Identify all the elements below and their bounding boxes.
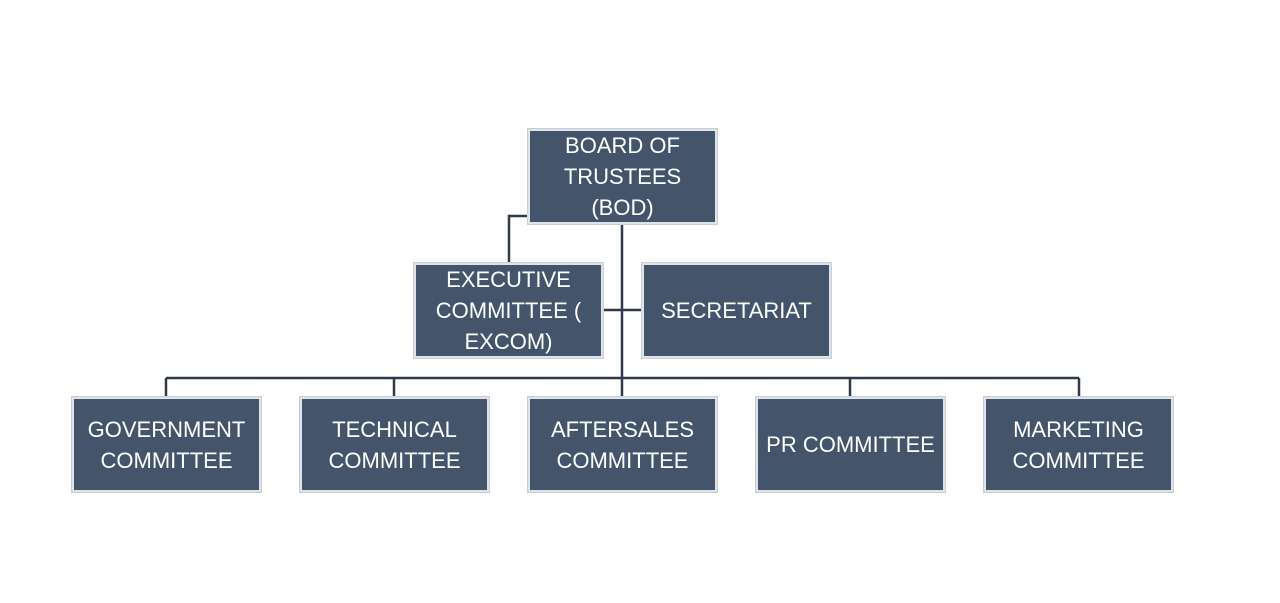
node-government-committee: GOVERNMENT COMMITTEE [72, 397, 261, 492]
node-label: EXECUTIVE COMMITTEE ( EXCOM) [435, 267, 582, 354]
node-label: TECHNICAL COMMITTEE [328, 416, 461, 473]
node-board-of-trustees: BOARD OF TRUSTEES (BOD) [528, 129, 717, 224]
node-executive-committee: EXECUTIVE COMMITTEE ( EXCOM) [414, 263, 603, 358]
node-label: AFTERSALES COMMITTEE [550, 416, 695, 473]
node-label: BOARD OF TRUSTEES (BOD) [563, 133, 682, 220]
connector-bod-excom [507, 214, 528, 263]
node-pr-committee: PR COMMITTEE [756, 397, 945, 492]
node-aftersales-committee: AFTERSALES COMMITTEE [528, 397, 717, 492]
node-label: PR COMMITTEE [766, 432, 935, 457]
node-label: MARKETING COMMITTEE [1012, 416, 1145, 473]
node-label: SECRETARIAT [661, 298, 812, 323]
node-label: GOVERNMENT COMMITTEE [87, 416, 246, 473]
node-marketing-committee: MARKETING COMMITTEE [984, 397, 1173, 492]
node-technical-committee: TECHNICAL COMMITTEE [300, 397, 489, 492]
node-secretariat: SECRETARIAT [642, 263, 831, 358]
